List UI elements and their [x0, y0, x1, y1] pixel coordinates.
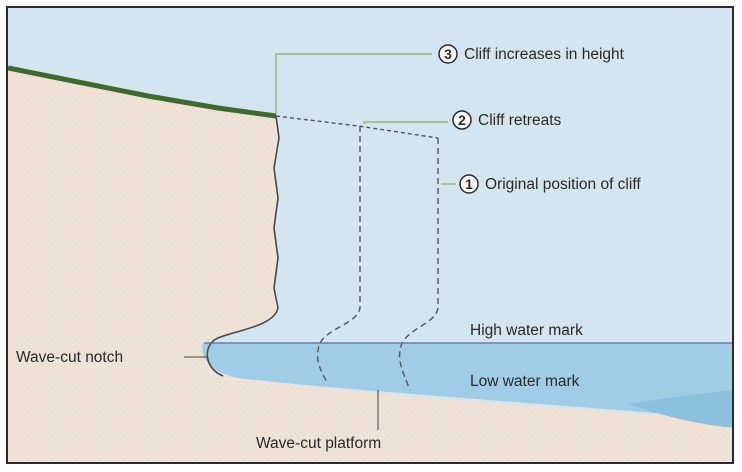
cliff-erosion-diagram: 3 Cliff increases in height 2 Cliff retr…	[8, 8, 732, 462]
step2-label: 2 Cliff retreats	[452, 110, 562, 130]
diagram-frame: 3 Cliff increases in height 2 Cliff retr…	[6, 6, 734, 464]
sea	[202, 343, 732, 420]
sea-deep	[628, 390, 732, 428]
step1-label: 1 Original position of cliff	[459, 174, 641, 194]
cliff-position-2	[316, 126, 361, 385]
step3-text: Cliff increases in height	[464, 46, 625, 63]
cliff-face-line	[206, 115, 280, 377]
high-water-label: High water mark	[470, 322, 583, 339]
leader-step3	[275, 53, 432, 114]
wave-cut-platform-label: Wave-cut platform	[256, 435, 381, 452]
wave-cut-notch-label: Wave-cut notch	[16, 349, 123, 366]
step2-text: Cliff retreats	[478, 112, 562, 129]
step3-number-circle	[438, 44, 458, 64]
step2-number-circle	[452, 110, 472, 130]
step1-number: 1	[465, 176, 473, 192]
cliff-landmass	[8, 68, 732, 462]
step3-number: 3	[444, 46, 452, 62]
step1-number-circle	[459, 174, 479, 194]
step1-text: Original position of cliff	[485, 176, 641, 193]
leader-step2	[363, 121, 448, 124]
grass-top	[8, 65, 277, 119]
step3-label: 3 Cliff increases in height	[438, 44, 625, 64]
original-cliff-top	[275, 115, 439, 139]
step2-number: 2	[458, 112, 466, 128]
low-water-label: Low water mark	[470, 373, 580, 390]
